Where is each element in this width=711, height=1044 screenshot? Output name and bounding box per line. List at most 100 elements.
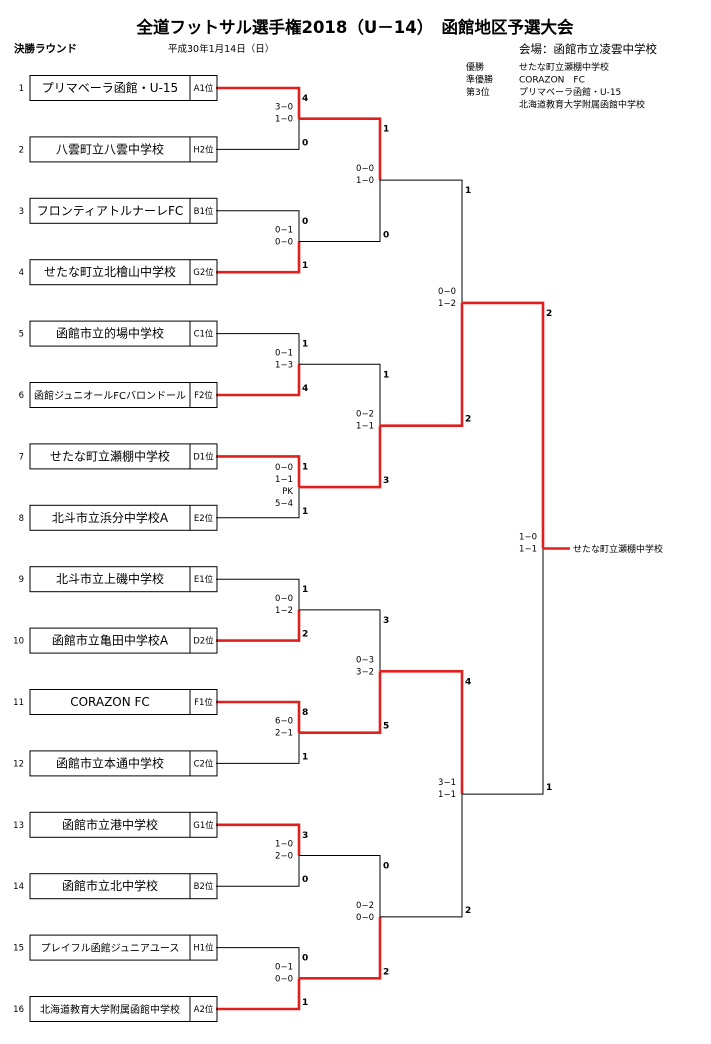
bracket-line bbox=[462, 301, 545, 549]
half-score: 0−2 bbox=[356, 410, 374, 420]
team-name: 函館市立北中学校 bbox=[62, 878, 158, 893]
goal-count: 1 bbox=[302, 340, 308, 350]
half-score: 0−1 bbox=[275, 226, 293, 236]
goal-count: 3 bbox=[383, 616, 389, 626]
team-name: CORAZON FC bbox=[70, 695, 150, 709]
goal-count: 2 bbox=[465, 415, 471, 425]
goal-count: 4 bbox=[302, 384, 308, 394]
half-score: 1−1 bbox=[438, 790, 456, 800]
bracket-line bbox=[216, 947, 300, 979]
bracket-line bbox=[216, 487, 300, 519]
team-number: 15 bbox=[13, 944, 24, 954]
half-score: 0−1 bbox=[275, 348, 293, 358]
team-number: 16 bbox=[13, 1005, 24, 1015]
bracket-line bbox=[216, 855, 300, 887]
half-score: 0−0 bbox=[438, 287, 456, 297]
team-number: 11 bbox=[13, 698, 24, 708]
half-score: 0−0 bbox=[275, 238, 293, 248]
bracket-line bbox=[380, 669, 464, 795]
bracket-line bbox=[299, 117, 382, 181]
bracket-line bbox=[299, 609, 381, 672]
team-name: 函館市立亀田中学校A bbox=[52, 633, 169, 648]
result-value: せたな町立瀬棚中学校 bbox=[519, 61, 609, 73]
team-seed: E2位 bbox=[194, 513, 214, 524]
result-value: CORAZON FC bbox=[519, 76, 585, 86]
goal-count: 1 bbox=[383, 125, 389, 135]
bracket-line bbox=[299, 916, 382, 980]
team-box bbox=[29, 259, 218, 286]
goal-count: 0 bbox=[383, 862, 389, 872]
team-box bbox=[29, 996, 218, 1022]
half-score: 0−3 bbox=[356, 655, 374, 665]
team-name: 北斗市立浜分中学校A bbox=[52, 510, 169, 525]
goal-count: 2 bbox=[546, 309, 552, 319]
half-score: 3−0 bbox=[275, 103, 293, 113]
goal-count: 8 bbox=[302, 708, 308, 718]
team-box bbox=[29, 811, 218, 838]
half-score: 5−4 bbox=[275, 499, 293, 509]
team-seed: A1位 bbox=[194, 83, 214, 94]
goal-count: 1 bbox=[465, 186, 471, 196]
venue-label: 会場：函館市立凌雲中学校 bbox=[519, 42, 657, 56]
team-seed: G2位 bbox=[193, 267, 214, 278]
team-box bbox=[29, 320, 218, 347]
page-title: 全道フットサル選手権2018（U－14） 函館地区予選大会 bbox=[135, 17, 574, 37]
half-score: 0−0 bbox=[275, 594, 293, 604]
goal-count: 2 bbox=[302, 630, 308, 640]
team-name: フロンティアトルナーレFC bbox=[37, 204, 184, 218]
team-seed: B1位 bbox=[194, 206, 214, 217]
bracket-line bbox=[216, 700, 301, 733]
half-score: 2−0 bbox=[275, 852, 293, 862]
team-box bbox=[29, 627, 218, 654]
team-name: 函館ジュニオールFCバロンドール bbox=[34, 389, 186, 402]
goal-count: 4 bbox=[302, 94, 308, 104]
bracket-line bbox=[216, 455, 301, 488]
round-label: 決勝ラウンド bbox=[14, 42, 77, 55]
half-score: 1−2 bbox=[438, 299, 456, 309]
team-box bbox=[29, 136, 218, 163]
half-score: 0−2 bbox=[356, 901, 374, 911]
team-seed: E1位 bbox=[194, 574, 214, 585]
team-seed: A2位 bbox=[194, 1004, 214, 1015]
team-number: 9 bbox=[19, 575, 24, 585]
bracket-line bbox=[380, 794, 463, 918]
bracket-line bbox=[216, 241, 301, 274]
goal-count: 2 bbox=[465, 906, 471, 916]
half-score: 0−0 bbox=[275, 974, 293, 984]
team-name: 北海道教育大学附属函館中学校 bbox=[40, 1003, 180, 1016]
goal-count: 0 bbox=[302, 138, 308, 148]
date-label: 平成30年1月14日（日） bbox=[168, 43, 274, 55]
goal-count: 3 bbox=[383, 476, 389, 486]
team-number: 10 bbox=[13, 637, 24, 647]
goal-count: 0 bbox=[302, 217, 308, 227]
half-score: 1−1 bbox=[519, 545, 537, 555]
half-score: 0−0 bbox=[275, 463, 293, 473]
team-name: せたな町立北檜山中学校 bbox=[44, 264, 176, 279]
bracket-line bbox=[380, 179, 463, 303]
half-score: 0−0 bbox=[356, 913, 374, 923]
result-label: 優勝 bbox=[466, 61, 484, 73]
bracket-line bbox=[380, 302, 464, 428]
goal-count: 1 bbox=[302, 462, 308, 472]
goal-count: 1 bbox=[546, 783, 552, 793]
bracket-line bbox=[299, 671, 382, 735]
team-box bbox=[29, 566, 218, 593]
half-score: 1−1 bbox=[275, 475, 293, 485]
bracket-line bbox=[299, 425, 382, 489]
team-box bbox=[29, 934, 218, 961]
team-name: 北斗市立上磯中学校 bbox=[56, 571, 164, 586]
half-score: 6−0 bbox=[275, 717, 293, 727]
goal-count: 1 bbox=[302, 585, 308, 595]
team-number: 4 bbox=[19, 268, 24, 278]
team-seed: D1位 bbox=[193, 451, 214, 462]
goal-count: 1 bbox=[302, 998, 308, 1008]
team-name: 函館市立港中学校 bbox=[62, 817, 158, 832]
team-name: せたな町立瀬棚中学校 bbox=[50, 448, 170, 463]
bracket-line bbox=[299, 180, 381, 242]
half-score: 1−0 bbox=[275, 840, 293, 850]
team-name: 函館市立的場中学校 bbox=[56, 326, 164, 341]
team-number: 12 bbox=[13, 759, 24, 769]
